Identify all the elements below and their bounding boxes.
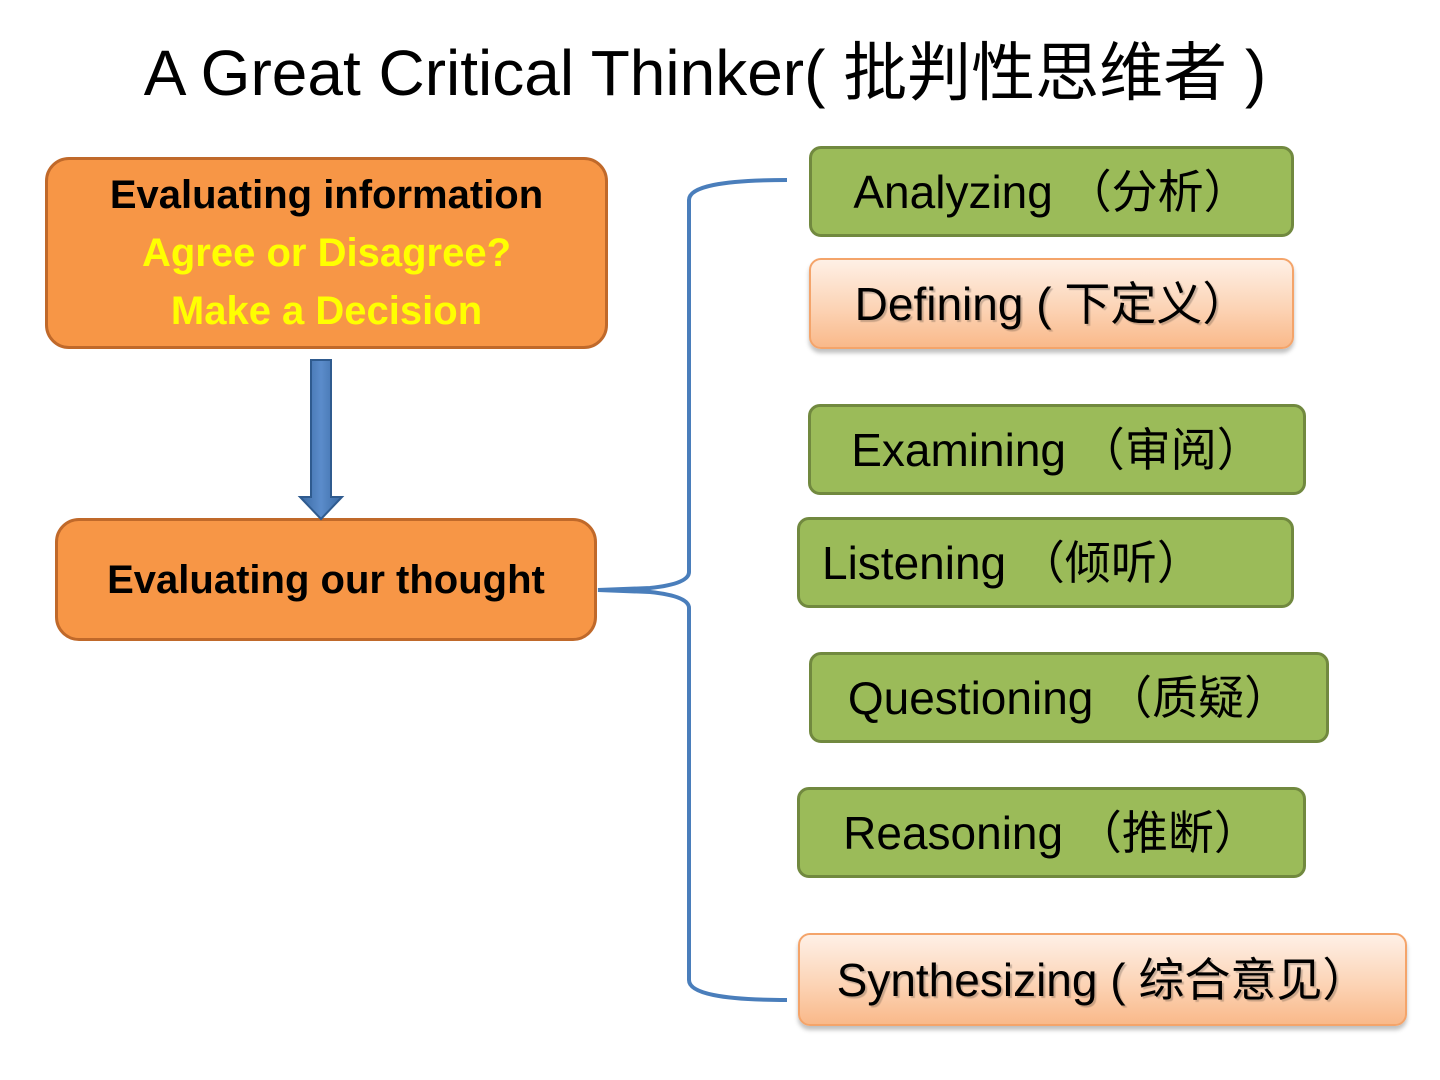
slide-title: A Great Critical Thinker( 批判性思维者 ) xyxy=(143,37,1267,109)
skill-examining: Examining （审阅） xyxy=(808,404,1306,495)
agree-disagree-label: Agree or Disagree? xyxy=(141,231,512,275)
skill-analyzing-label: Analyzing （分析） xyxy=(853,165,1250,218)
skill-reasoning-label: Reasoning （推断） xyxy=(843,806,1260,859)
skill-defining: Defining ( 下定义） xyxy=(809,258,1294,349)
skill-questioning-label: Questioning （质疑） xyxy=(847,671,1291,724)
evaluating-thought-box: Evaluating our thought xyxy=(55,518,597,641)
skill-examining-label: Examining （审阅） xyxy=(851,423,1263,476)
skill-listening: Listening （倾听） xyxy=(797,517,1294,608)
down-arrow-icon xyxy=(297,359,345,521)
evaluating-information-box: Evaluating information Agree or Disagree… xyxy=(45,157,608,349)
skill-listening-label: Listening （倾听） xyxy=(822,536,1203,589)
evaluating-thought-label: Evaluating our thought xyxy=(107,557,545,602)
skill-analyzing: Analyzing （分析） xyxy=(809,146,1294,237)
skill-reasoning: Reasoning （推断） xyxy=(797,787,1306,878)
skill-synthesizing-label: Synthesizing ( 综合意见） xyxy=(836,953,1369,1006)
skill-synthesizing: Synthesizing ( 综合意见） xyxy=(798,933,1407,1026)
curly-bracket xyxy=(597,178,788,1002)
skill-questioning: Questioning （质疑） xyxy=(809,652,1329,743)
skill-defining-label: Defining ( 下定义） xyxy=(854,277,1249,330)
evaluating-information-label: Evaluating information xyxy=(109,173,544,217)
make-decision-label: Make a Decision xyxy=(170,289,483,333)
